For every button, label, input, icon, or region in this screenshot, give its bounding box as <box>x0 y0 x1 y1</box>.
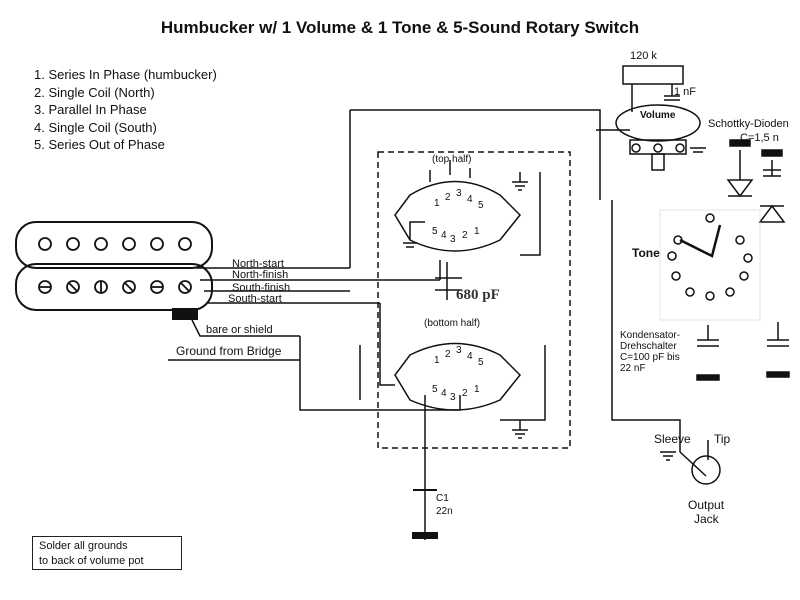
resistor-120k <box>622 65 684 85</box>
volume-cap-label: 1 nF <box>674 86 697 98</box>
volume-pot <box>615 65 701 171</box>
switch-wiring <box>299 109 601 540</box>
diagram-title: Humbucker w/ 1 Volume & 1 Tone & 5-Sound… <box>160 18 640 37</box>
legend-item: 1. Series In Phase (humbucker) <box>34 67 217 82</box>
top-pin-5: 5 <box>478 200 484 211</box>
switch-deck-top <box>394 160 522 252</box>
tone-capacitors <box>696 322 790 381</box>
c1-value-label: 22n <box>436 506 453 517</box>
volume-label: Volume <box>640 110 676 121</box>
legend-item: 3. Parallel In Phase <box>34 102 147 117</box>
bottom-pin-4: 4 <box>467 351 473 362</box>
wire-label-south-start: South-start <box>228 293 282 305</box>
humbucker-pickup <box>15 221 213 320</box>
top-pin-b1: 1 <box>474 226 480 237</box>
pickup-leads <box>168 267 440 361</box>
capacitor-c1 <box>412 489 438 539</box>
bottom-pin-2: 2 <box>445 349 451 360</box>
switch-cap-label: 680 pF <box>456 287 500 303</box>
ground-note-line1: Solder all grounds <box>39 540 128 552</box>
top-pin-b5: 5 <box>432 226 438 237</box>
bottom-pin-3: 3 <box>456 345 462 356</box>
jack-label-line2: Jack <box>694 512 719 526</box>
bottom-pin-b4: 4 <box>441 388 447 399</box>
legend-item: 5. Series Out of Phase <box>34 137 165 152</box>
switch-bottom-half-label: (bottom half) <box>424 318 481 329</box>
tone-rotary-switch <box>659 209 761 321</box>
top-pin-1: 1 <box>434 198 440 209</box>
legend-item: 4. Single Coil (South) <box>34 119 157 135</box>
wire-label-north-finish: North-finish <box>232 269 289 281</box>
kondensator-line: 22 nF <box>620 363 646 374</box>
output-jack <box>611 200 721 485</box>
bottom-pin-b3: 3 <box>450 392 456 403</box>
top-pin-3: 3 <box>456 188 462 199</box>
pole-screws-south <box>38 280 192 294</box>
bottom-pin-b1: 1 <box>474 384 480 395</box>
bottom-pin-b2: 2 <box>462 388 468 399</box>
switch-top-half-label: (top half) <box>432 154 472 165</box>
kondensator-line: C=100 pF bis <box>620 352 680 363</box>
top-pin-b4: 4 <box>441 230 447 241</box>
jack-tip-label: Tip <box>714 432 731 446</box>
wire-label-bare: bare or shield <box>206 324 273 336</box>
ground-note-line2: to back of volume pot <box>39 555 144 567</box>
tone-label: Tone <box>632 246 660 260</box>
jack-sleeve-label: Sleeve <box>654 432 691 446</box>
ground-note: Solder all grounds to back of volume pot <box>32 536 182 570</box>
wire-label-south-finish: South-finish <box>232 282 291 294</box>
bottom-pin-b5: 5 <box>432 384 438 395</box>
top-pin-4: 4 <box>467 194 473 205</box>
legend-item: 2. Single Coil (North) <box>34 84 155 100</box>
wire-label-north-start: North-start <box>232 258 284 270</box>
kondensator-label: Kondensator- Drehschalter C=100 pF bis 2… <box>620 330 680 374</box>
bottom-pin-5: 5 <box>478 357 484 368</box>
jack-label-line1: Output <box>688 498 725 512</box>
rotary-switch-box <box>377 151 571 449</box>
schottky-cap-label: C=1,5 n <box>740 132 779 144</box>
ground-symbols <box>403 147 706 461</box>
top-pin-b2: 2 <box>462 230 468 241</box>
top-pin-2: 2 <box>445 192 451 203</box>
switch-position-legend: 1. Series In Phase (humbucker) 2. Single… <box>34 66 217 154</box>
top-pin-b3: 3 <box>450 234 456 245</box>
wire-label-ground-bridge: Ground from Bridge <box>176 344 282 358</box>
kondensator-line: Drehschalter <box>620 341 677 352</box>
schottky-label: Schottky-Dioden <box>708 118 789 130</box>
schottky-diodes <box>726 139 786 223</box>
kondensator-line: Kondensator- <box>620 330 681 341</box>
resistor-label: 120 k <box>630 50 657 62</box>
c1-name-label: C1 <box>436 493 449 504</box>
bottom-pin-1: 1 <box>434 355 440 366</box>
pole-pieces-north <box>38 237 192 251</box>
